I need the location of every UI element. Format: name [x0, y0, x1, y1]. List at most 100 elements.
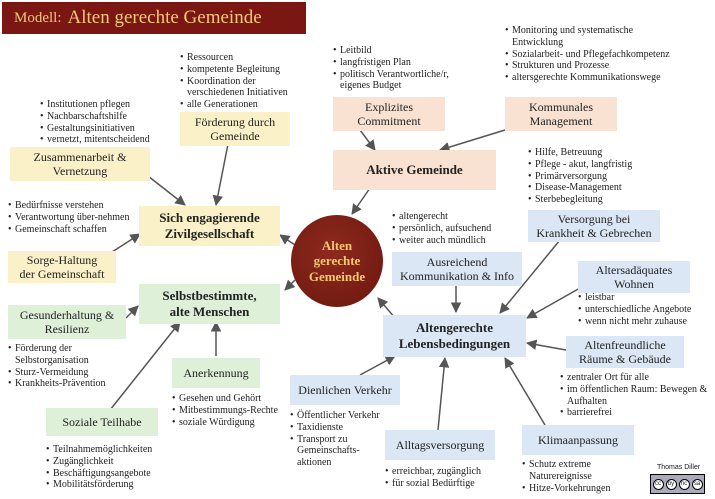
list-item: kompetente Begleitung: [180, 64, 310, 76]
list-commitment: Leitbildlangfristigen Planpolitisch Vera…: [333, 45, 478, 92]
list-item: für sozial Bedürftige: [385, 478, 505, 490]
link-foerderung-zivil: [212, 143, 229, 207]
link-gesund-selbst: [125, 305, 139, 319]
node-klima: Klimaanpassung: [522, 425, 634, 455]
list-item: Öffentlicher Verkehr: [290, 410, 390, 422]
list-item: unterschiedliche Angebote: [578, 304, 713, 316]
node-commitment: Explizites Commitment: [333, 97, 445, 131]
list-item: persönlich, aufsuchend: [392, 223, 517, 235]
list-klima: Schutz extreme NaturereignisseHitze-Vork…: [522, 459, 640, 494]
list-item: Pflege - akut, langfristig: [528, 159, 688, 171]
center-node: Alten gerechte Gemeinde: [291, 215, 383, 307]
link-verkehr-lebens: [359, 355, 396, 376]
list-raeume: zentraler Ort für alleim öffentlichen Ra…: [560, 372, 710, 419]
list-item: Gesehen und Gehört: [172, 393, 284, 405]
link-wohnen-lebens: [526, 287, 581, 319]
center-label: Alten gerechte Gemeinde: [308, 237, 366, 284]
list-item: weiter auch mündlich: [392, 235, 517, 247]
cc-license-badge: cc by nc sa: [650, 474, 705, 494]
list-item: Leitbild: [333, 45, 478, 57]
list-foerderung: Ressourcenkompetente BegleitungKoordinat…: [180, 52, 310, 111]
link-center-selbst: [284, 279, 296, 291]
list-item: barrierefrei: [560, 407, 710, 419]
list-item: im öffentlichen Raum: Bewegen & Aufhalte…: [560, 384, 710, 408]
link-aktive-center: [351, 187, 371, 215]
title-prefix: Modell:: [14, 9, 62, 26]
list-wohnen: leistbarunterschiedliche Angebotewenn ni…: [578, 292, 713, 327]
list-item: langfristigen Plan: [333, 57, 478, 69]
by-icon: by: [665, 478, 677, 490]
sa-icon: sa: [691, 478, 703, 490]
list-item: Zugänglichkeit: [46, 456, 176, 468]
node-selbst: Selbstbestimmte, alte Menschen: [139, 284, 280, 324]
list-anerkennung: Gesehen und GehörtMitbestimmungs-Rechtes…: [172, 393, 284, 428]
list-item: Mitbestimmungs-Rechte: [172, 405, 284, 417]
list-item: Sozialarbeit- und Pflegefachkompetenz: [505, 49, 685, 61]
list-item: Förderung der Selbstorganisation: [8, 343, 136, 367]
list-item: zentraler Ort für alle: [560, 372, 710, 384]
node-zusammenarbeit: Zusammenarbeit & Vernetzung: [10, 147, 150, 181]
list-item: Nachbarschaftshilfe: [40, 111, 185, 123]
list-item: Hilfe, Betreuung: [528, 147, 688, 159]
list-item: Koordination der verschiedenen Initiativ…: [180, 76, 310, 100]
list-alltag: erreichbar, zugänglichfür sozial Bedürft…: [385, 466, 505, 490]
list-item: leistbar: [578, 292, 713, 304]
list-item: Disease-Management: [528, 182, 688, 194]
list-item: Beschäftigungsangebote: [46, 468, 176, 480]
node-kommunal: Kommunales Management: [505, 97, 617, 131]
list-item: politisch Verantwortliche/r, eigenes Bud…: [333, 69, 478, 93]
list-item: Gemeinschaft schaffen: [8, 224, 133, 236]
page-title: Modell: Alten gerechte Gemeinde: [2, 2, 306, 34]
node-zivil: Sich engagierende Zivilgesellschaft: [139, 206, 280, 246]
list-item: Institutionen pflegen: [40, 99, 185, 111]
list-teilhabe: TeilnahmemöglichkeitenZugänglichkeitBesc…: [46, 444, 176, 491]
list-item: Krankheits-Prävention: [8, 378, 136, 390]
list-item: Sturz-Vermeidung: [8, 367, 136, 379]
list-item: Primärversorgung: [528, 171, 688, 183]
node-sorge: Sorge-Haltung der Gemeinschaft: [8, 251, 116, 283]
list-item: altengerecht: [392, 211, 517, 223]
list-item: erreichbar, zugänglich: [385, 466, 505, 478]
node-gesund: Gesunderhaltung & Resilienz: [8, 305, 126, 339]
list-item: Taxidienste: [290, 422, 390, 434]
list-item: vernetzt, mitentscheidend: [40, 134, 185, 146]
node-foerderung: Förderung durch Gemeinde: [180, 112, 290, 146]
node-lebens: Altengerechte Lebensbedingungen: [383, 315, 526, 357]
list-item: Teilnahmemöglichkeiten: [46, 444, 176, 456]
list-item: Mobilitätsförderung: [46, 479, 176, 491]
node-wohnen: Altersadäquates Wohnen: [578, 261, 690, 293]
list-item: Hitze-Vorkehrungen: [522, 483, 640, 495]
list-item: soziale Würdigung: [172, 417, 284, 429]
list-zusammenarbeit: Institutionen pflegenNachbarschaftshilfe…: [40, 99, 185, 146]
node-raeume: Altenfreundliche Räume & Gebäude: [566, 336, 684, 368]
list-versorgung: Hilfe, BetreuungPflege - akut, langfrist…: [528, 147, 688, 206]
link-kommunal-aktive: [438, 129, 506, 153]
list-item: Strukturen und Prozesse: [505, 60, 685, 72]
list-gesund: Förderung der SelbstorganisationSturz-Ve…: [8, 343, 136, 390]
list-item: Schutz extreme Naturereignisse: [522, 459, 640, 483]
list-item: Ressourcen: [180, 52, 310, 64]
list-item: altersgerechte Kommunikationswege: [505, 72, 685, 84]
nc-icon: nc: [678, 478, 690, 490]
author-credit: Thomas Diller: [657, 464, 701, 471]
list-item: Transport zu Gemeinschafts-aktionen: [290, 434, 390, 469]
list-sorge: Bedürfnisse verstehenVerantwortung über-…: [8, 200, 133, 235]
node-aktive: Aktive Gemeinde: [333, 150, 496, 190]
link-alltag-lebens: [437, 356, 450, 431]
list-item: wenn nicht mehr zuhause: [578, 316, 713, 328]
node-anerkennung: Anerkennung: [172, 358, 260, 388]
node-alltag: Alltagsversorgung: [385, 430, 495, 460]
list-kommunal: Monitoring und systematische Entwicklung…: [505, 25, 685, 84]
link-raeume-lebens: [525, 339, 567, 351]
list-item: Sterbebegleitung: [528, 194, 688, 206]
list-item: Bedürfnisse verstehen: [8, 200, 133, 212]
node-verkehr: Dienlichen Verkehr: [290, 375, 400, 405]
list-item: alle Generationen: [180, 99, 310, 111]
list-item: Gestaltungsinitiativen: [40, 123, 185, 135]
link-zusammenarbeit-zivil: [147, 175, 186, 206]
node-versorgung: Versorgung bei Krankheit & Gebrechen: [528, 210, 660, 242]
link-center-zivil: [279, 234, 296, 246]
node-teilhabe: Soziale Teilhabe: [46, 408, 158, 436]
link-commitment-aktive: [359, 129, 376, 151]
